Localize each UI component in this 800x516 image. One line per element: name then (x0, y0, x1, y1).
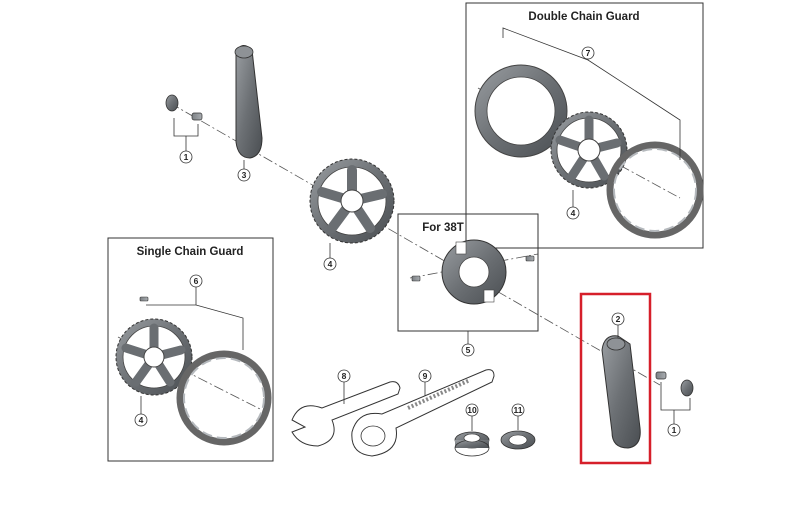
for-38t-box: For 38T 5 (397, 213, 539, 357)
chain-guard-38t (441, 239, 507, 305)
callout-4-double: 4 (571, 208, 576, 218)
callout-10: 10 (467, 405, 477, 415)
single-chain-guard-box: Single Chain Guard 6 4 (107, 237, 274, 462)
main-chainring: 4 (309, 158, 395, 271)
callout-7: 7 (586, 48, 591, 58)
single-chain-guard-title: Single Chain Guard (137, 246, 244, 258)
tool-lockring: 9 (351, 369, 495, 457)
callout-4-double-circle (566, 206, 580, 220)
callout-3: 3 (242, 170, 247, 180)
double-chain-guard-title: Double Chain Guard (528, 11, 639, 23)
callout-4-main: 4 (328, 259, 333, 269)
for-38t-title: For 38T (422, 222, 464, 234)
highlight-frame (579, 292, 652, 465)
callout-4-single: 4 (139, 415, 144, 425)
single-chainring (115, 318, 193, 396)
callout-8: 8 (342, 371, 347, 381)
callout-9: 9 (423, 371, 428, 381)
left-crank-arm: 3 (234, 45, 263, 182)
callout-5: 5 (466, 345, 471, 355)
leader-6 (146, 286, 244, 350)
left-bolt-set: 1 (165, 94, 203, 164)
double-chain-guard-box: Double Chain Guard 7 4 (465, 2, 704, 249)
callout-1-right: 1 (672, 425, 677, 435)
single-outer-guard (176, 350, 272, 446)
bb-lockring: 11 (500, 403, 536, 450)
double-chainring (550, 111, 628, 189)
tool-wrench: 8 (291, 369, 401, 447)
callout-7-circle (581, 46, 595, 60)
callout-11: 11 (514, 405, 523, 415)
right-crank-arm[interactable]: 2 (579, 292, 652, 465)
callout-1-left: 1 (184, 152, 189, 162)
double-guard-plate (474, 64, 568, 158)
double-outer-guard (606, 141, 704, 239)
callout-2: 2 (616, 314, 621, 324)
callout-6: 6 (194, 276, 199, 286)
bb-cup: 10 (454, 403, 490, 457)
right-bolt-set: 1 (655, 371, 694, 437)
